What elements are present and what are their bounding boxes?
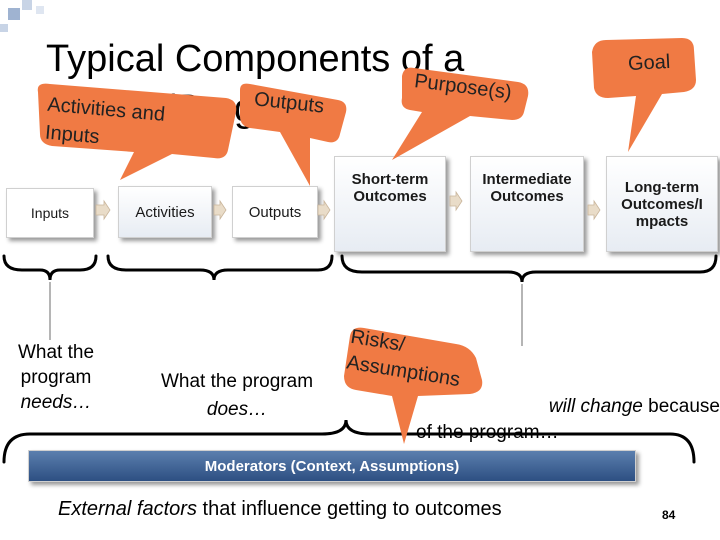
callout-shapes <box>37 38 696 444</box>
label-needs: What the program needs… <box>0 340 112 415</box>
callout-goal: Goal <box>627 50 671 76</box>
label-does: What the program does… <box>130 368 344 424</box>
page-number: 84 <box>662 508 676 522</box>
arrow-icons <box>95 190 601 221</box>
label-needs-line2: program <box>20 367 92 388</box>
label-does-line2: does… <box>206 399 268 420</box>
box-short-term: Short-term Outcomes <box>334 156 446 252</box>
label-change: will change because of the program… <box>382 394 720 446</box>
label-needs-line1: What the <box>17 342 95 363</box>
box-moderators: Moderators (Context, Assumptions) <box>28 450 636 482</box>
label-needs-line3: needs… <box>20 392 92 413</box>
label-change-line1: will change because <box>548 396 720 417</box>
box-activities: Activities <box>118 186 212 238</box>
label-external: External factors that influence getting … <box>58 498 502 520</box>
box-inputs: Inputs <box>6 188 94 238</box>
label-change-line2: of the program… <box>416 422 559 443</box>
label-does-line1: What the program <box>160 371 314 392</box>
box-long-term: Long-term Outcomes/I mpacts <box>606 156 718 252</box>
box-intermediate: Intermediate Outcomes <box>470 156 584 252</box>
box-outputs: Outputs <box>232 186 318 238</box>
